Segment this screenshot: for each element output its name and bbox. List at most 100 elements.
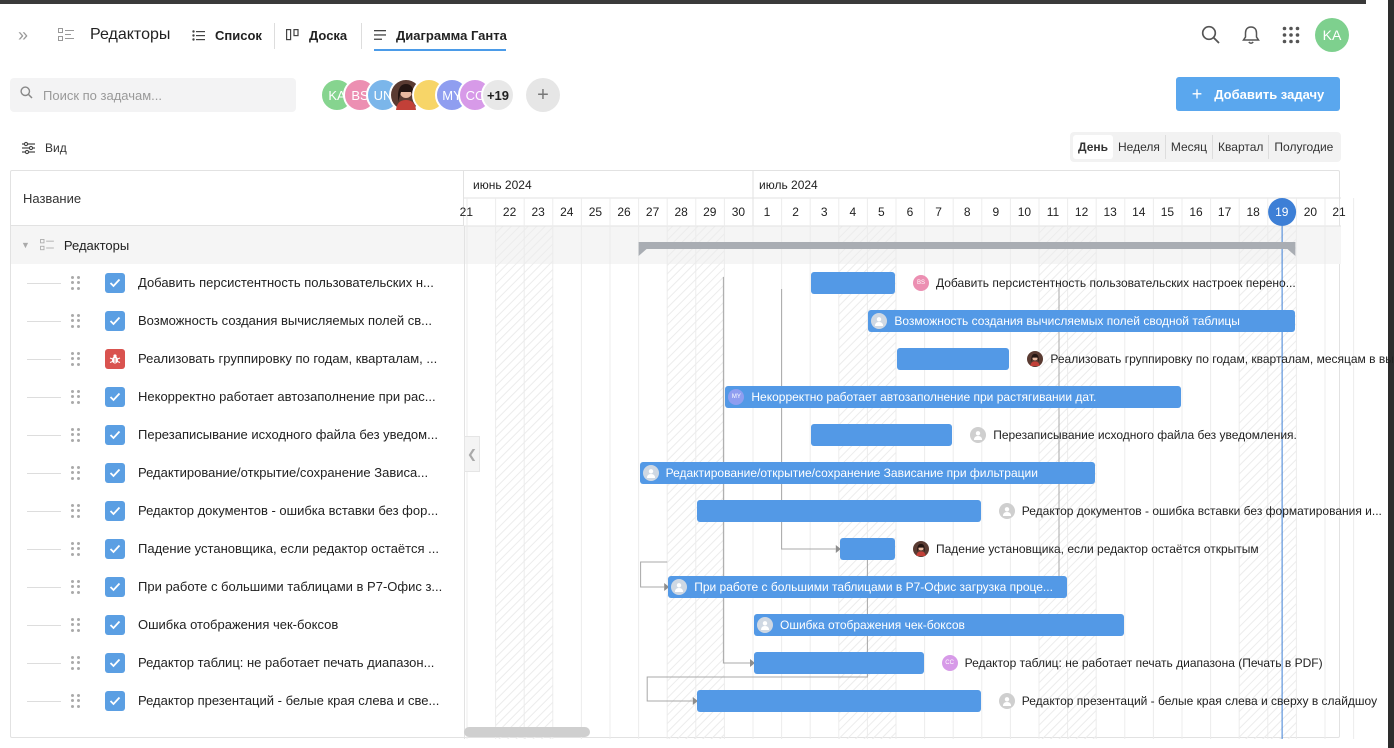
task-bar-label: Редактор презентаций - белые края слева … [1021, 694, 1378, 708]
task-bar-label: Добавить персистентность пользовательски… [936, 276, 1296, 290]
task-bar[interactable]: Редактирование/открытие/сохранение Завис… [639, 462, 1096, 484]
drag-handle-icon[interactable] [71, 276, 81, 290]
add-member-button[interactable]: + [526, 78, 560, 112]
view-settings-button[interactable]: Вид [22, 138, 67, 158]
column-divider [464, 226, 465, 739]
tab-list-label: Список [215, 27, 262, 43]
tab-separator [274, 23, 275, 49]
day-label: 2 [792, 205, 799, 219]
group-header[interactable]: ▼ Редакторы [11, 226, 464, 264]
task-row[interactable]: Падение установщика, если редактор остаё… [11, 530, 464, 568]
task-row[interactable]: Возможность создания вычисляемых полей с… [11, 302, 464, 340]
task-type-icon [105, 615, 125, 635]
drag-handle-icon[interactable] [71, 504, 81, 518]
task-row[interactable]: При работе с большими таблицами в Р7-Офи… [11, 568, 464, 606]
drag-handle-icon[interactable] [71, 580, 81, 594]
task-bar-label: При работе с большими таблицами в Р7-Офи… [694, 580, 1053, 594]
expand-sidebar-icon[interactable]: » [18, 24, 29, 45]
tab-gantt[interactable]: Диаграмма Ганта [374, 4, 507, 66]
board-icon [286, 29, 299, 41]
drag-handle-icon[interactable] [71, 352, 81, 366]
task-title: Редактор документов - ошибка вставки без… [138, 503, 439, 518]
task-type-icon [105, 273, 125, 293]
drag-handle-icon[interactable] [71, 314, 81, 328]
task-bar[interactable] [696, 500, 981, 522]
task-bar[interactable] [811, 272, 895, 294]
drag-handle-icon[interactable] [71, 466, 81, 480]
search-input[interactable] [43, 87, 283, 103]
task-bar-label: Ошибка отображения чек-боксов [780, 618, 965, 632]
task-bar[interactable]: При работе с большими таблицами в Р7-Офи… [668, 576, 1067, 598]
task-title: Некорректно работает автозаполнение при … [138, 389, 436, 404]
dependency-line [640, 561, 668, 588]
task-bar[interactable] [839, 538, 895, 560]
task-bar-label: Падение установщика, если редактор остаё… [936, 542, 1259, 556]
tree-connector [27, 549, 61, 550]
more-members-count[interactable]: +19 [481, 78, 515, 112]
plus-icon: + [1191, 83, 1203, 104]
drag-handle-icon[interactable] [71, 656, 81, 670]
collapse-panel-handle[interactable]: ❮ [464, 436, 480, 472]
task-bar-label: Возможность создания вычисляемых полей с… [894, 314, 1240, 328]
tree-connector [27, 435, 61, 436]
bell-icon[interactable] [1237, 21, 1265, 49]
scale-option[interactable]: Полугодие [1274, 140, 1334, 154]
search-box[interactable] [10, 78, 296, 112]
add-task-button[interactable]: + Добавить задачу [1176, 77, 1340, 111]
drag-handle-icon[interactable] [71, 542, 81, 556]
collapse-caret-icon[interactable]: ▼ [21, 240, 30, 250]
task-bar[interactable] [897, 348, 1010, 370]
task-row[interactable]: Редактор документов - ошибка вставки без… [11, 492, 464, 530]
task-type-icon [105, 311, 125, 331]
task-title: Редактор презентаций - белые края слева … [138, 693, 440, 708]
task-row[interactable]: Добавить персистентность пользовательски… [11, 264, 464, 302]
horizontal-scrollbar[interactable] [464, 727, 590, 737]
tree-connector [27, 397, 61, 398]
scale-option[interactable]: День [1073, 135, 1113, 159]
task-row[interactable]: Некорректно работает автозаполнение при … [11, 378, 464, 416]
task-title: При работе с большими таблицами в Р7-Офи… [138, 579, 443, 594]
day-label: 20 [1303, 205, 1318, 219]
drag-handle-icon[interactable] [71, 694, 81, 708]
task-bar[interactable]: Ошибка отображения чек-боксов [754, 614, 1124, 636]
day-label: 10 [1017, 205, 1032, 219]
task-bar-outside-label: Редактор документов - ошибка вставки без… [998, 500, 1382, 522]
user-avatar[interactable]: KA [1315, 18, 1349, 52]
tree-connector [27, 701, 61, 702]
tab-list[interactable]: Список [192, 4, 262, 66]
task-bar[interactable] [811, 424, 953, 446]
search-icon[interactable] [1197, 21, 1225, 49]
task-type-icon [105, 463, 125, 483]
day-label: 26 [617, 205, 631, 219]
scale-option[interactable]: Неделя [1113, 135, 1166, 159]
scale-option[interactable]: Месяц [1166, 135, 1214, 159]
apps-grid-icon[interactable] [1277, 21, 1305, 49]
task-row[interactable]: Редактирование/открытие/сохранение Завис… [11, 454, 464, 492]
task-row[interactable]: Ошибка отображения чек-боксов [11, 606, 464, 644]
assignee-placeholder-icon [871, 313, 888, 329]
drag-handle-icon[interactable] [71, 428, 81, 442]
task-row[interactable]: Реализовать группировку по годам, кварта… [11, 340, 464, 378]
task-bar-label: Редактирование/открытие/сохранение Завис… [665, 466, 1038, 480]
assignee-avatar: BS [913, 275, 929, 291]
scale-option[interactable]: Квартал [1213, 135, 1270, 159]
task-bar-label: Перезаписывание исходного файла без увед… [993, 428, 1297, 442]
task-bar[interactable]: Возможность создания вычисляемых полей с… [868, 310, 1296, 332]
task-title: Редактирование/открытие/сохранение Завис… [138, 465, 429, 480]
assignee-avatar: MY [728, 389, 745, 405]
drag-handle-icon[interactable] [71, 618, 81, 632]
task-bar[interactable] [696, 690, 981, 712]
task-row[interactable]: Редактор таблиц: не работает печать диап… [11, 644, 464, 682]
task-row[interactable]: Редактор презентаций - белые края слева … [11, 682, 464, 720]
day-label: 12 [1074, 205, 1089, 219]
task-bar[interactable] [754, 652, 924, 674]
task-row[interactable]: Перезаписывание исходного файла без увед… [11, 416, 464, 454]
drag-handle-icon[interactable] [71, 390, 81, 404]
tab-board[interactable]: Доска [286, 4, 347, 66]
task-title: Падение установщика, если редактор остаё… [138, 541, 439, 556]
add-task-label: Добавить задачу [1214, 86, 1325, 102]
today-marker [1268, 198, 1297, 226]
dependency-line [781, 289, 836, 550]
dependency-arrow [750, 659, 755, 667]
